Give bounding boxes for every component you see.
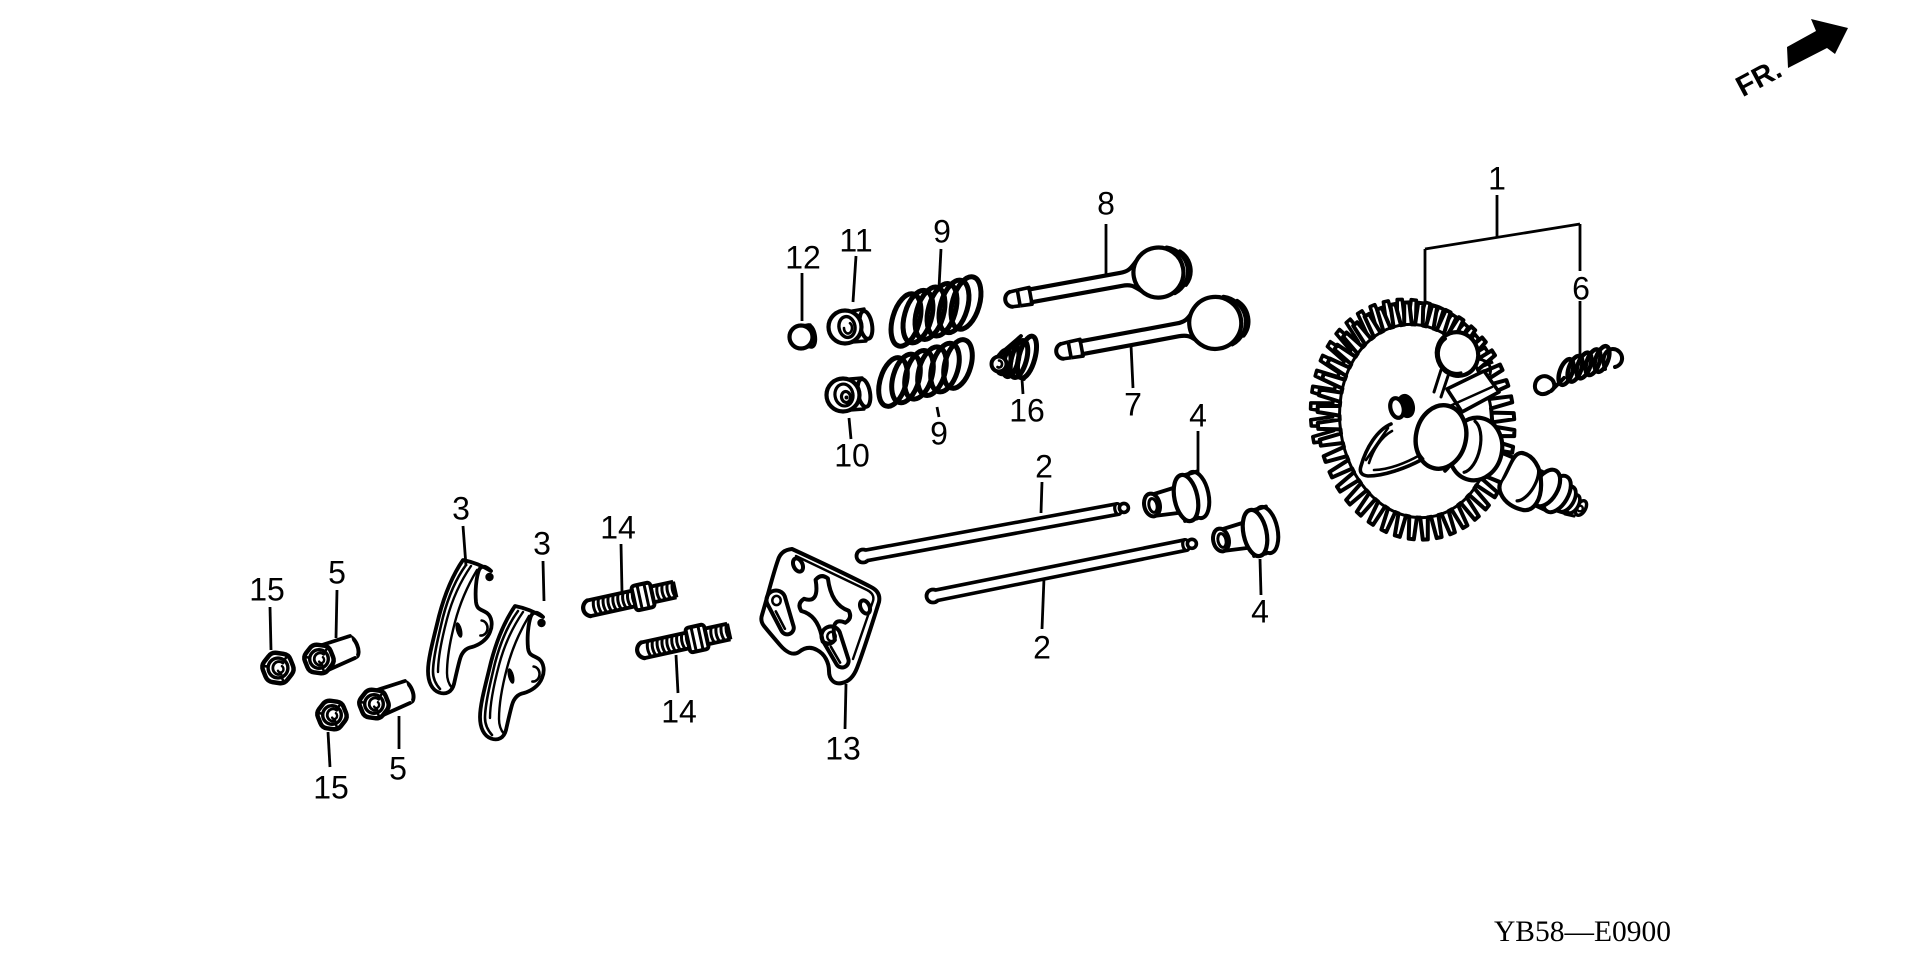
- svg-text:2: 2: [1033, 630, 1051, 666]
- svg-text:6: 6: [1572, 271, 1590, 307]
- svg-text:3: 3: [452, 491, 470, 527]
- svg-text:13: 13: [825, 731, 861, 767]
- svg-text:14: 14: [661, 694, 697, 730]
- svg-text:1: 1: [1488, 161, 1506, 197]
- svg-text:7: 7: [1124, 387, 1142, 423]
- svg-text:10: 10: [834, 438, 870, 474]
- svg-text:8: 8: [1097, 186, 1115, 222]
- svg-text:5: 5: [328, 555, 346, 591]
- svg-text:12: 12: [785, 240, 821, 276]
- svg-text:YB58—E0900: YB58—E0900: [1494, 916, 1671, 948]
- svg-text:4: 4: [1189, 398, 1207, 434]
- svg-text:14: 14: [600, 510, 636, 546]
- svg-text:9: 9: [930, 416, 948, 452]
- svg-text:5: 5: [389, 751, 407, 787]
- svg-text:4: 4: [1251, 594, 1269, 630]
- svg-text:11: 11: [839, 223, 872, 259]
- svg-text:3: 3: [533, 526, 551, 562]
- svg-text:15: 15: [313, 770, 349, 806]
- svg-text:16: 16: [1009, 393, 1045, 429]
- svg-text:9: 9: [933, 214, 951, 250]
- svg-text:15: 15: [249, 572, 285, 608]
- svg-text:2: 2: [1035, 449, 1053, 485]
